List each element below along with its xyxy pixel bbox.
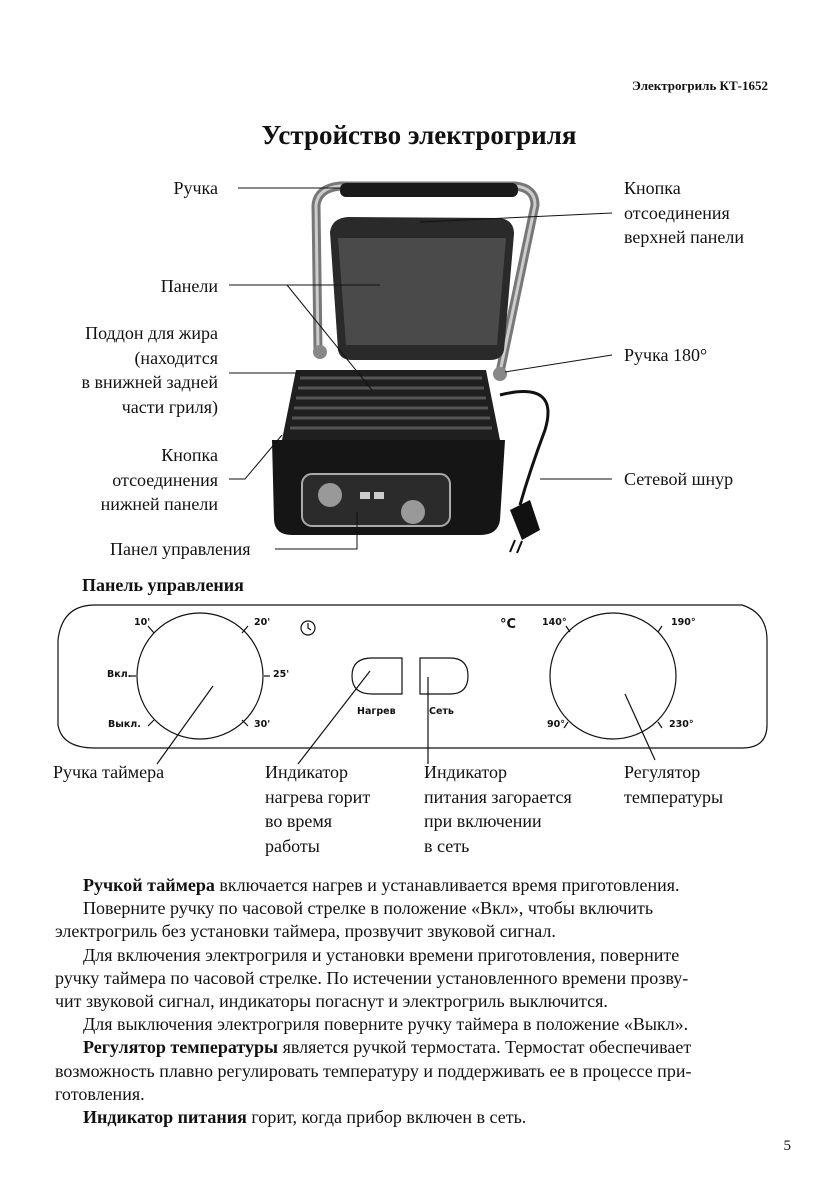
mark-off: Выкл. [108,719,141,730]
power-label: Сеть [429,706,454,717]
callout-heat-indicator: Индикатор нагрева горит во время работы [265,760,370,858]
callout-timer-knob: Ручка таймера [53,760,164,785]
mark-230: 230° [669,719,694,730]
paragraph: ручку таймера по часовой стрелке. По ист… [55,967,765,990]
heat-label: Нагрев [357,706,396,717]
label-upper-release: Кнопка отсоединения верхней панели [624,176,744,250]
mark-on: Вкл. [107,669,131,680]
mark-30: 30' [254,719,270,730]
handle-bar [340,183,518,197]
label-handle-180: Ручка 180° [624,343,707,368]
mark-25: 25' [273,669,289,680]
callout-temp-regulator: Регулятор температуры [624,760,723,809]
paragraph: готовления. [55,1083,765,1106]
paragraph: Для включения электрогриля и установки в… [55,944,765,967]
grill-timer-knob [318,483,342,507]
celsius-label: °C [500,617,516,632]
label-cord: Сетевой шнур [624,467,733,492]
power-indicator [420,658,468,694]
label-control-panel: Панел управления [110,537,251,562]
power-cord [500,392,548,505]
mark-90: 90° [547,719,565,730]
temperature-dial [550,613,676,739]
heat-indicator [352,658,402,694]
paragraph: возможность плавно регулировать температ… [55,1060,765,1083]
paragraph: Для выключения электрогриля поверните ру… [55,1013,765,1036]
mark-140: 140° [542,617,567,628]
label-panels: Панели [161,274,218,299]
label-lower-release: Кнопка отсоединения нижней панели [101,443,218,517]
timer-dial [137,613,263,739]
control-panel-heading: Панель управления [82,575,244,596]
paragraph: Ручкой таймера включается нагрев и устан… [55,874,765,897]
paragraph: Регулятор температуры является ручкой те… [55,1036,765,1059]
callout-power-indicator: Индикатор питания загорается при включен… [424,760,572,858]
body-text: Ручкой таймера включается нагрев и устан… [55,874,765,1129]
mark-10: 10' [134,617,150,628]
label-handle: Ручка [173,176,218,201]
paragraph: электрогриль без установки таймера, проз… [55,920,765,943]
mark-190: 190° [671,617,696,628]
mark-20: 20' [254,617,270,628]
page-number: 5 [784,1138,792,1155]
paragraph: чит звуковой сигнал, индикаторы погаснут… [55,990,765,1013]
paragraph: Индикатор питания горит, когда прибор вк… [55,1106,765,1129]
panel-schematic [58,605,767,764]
paragraph: Поверните ручку по часовой стрелке в пол… [55,897,765,920]
grill-temp-knob [401,500,425,524]
label-drip-tray: Поддон для жира (находится в внижней зад… [82,321,218,419]
